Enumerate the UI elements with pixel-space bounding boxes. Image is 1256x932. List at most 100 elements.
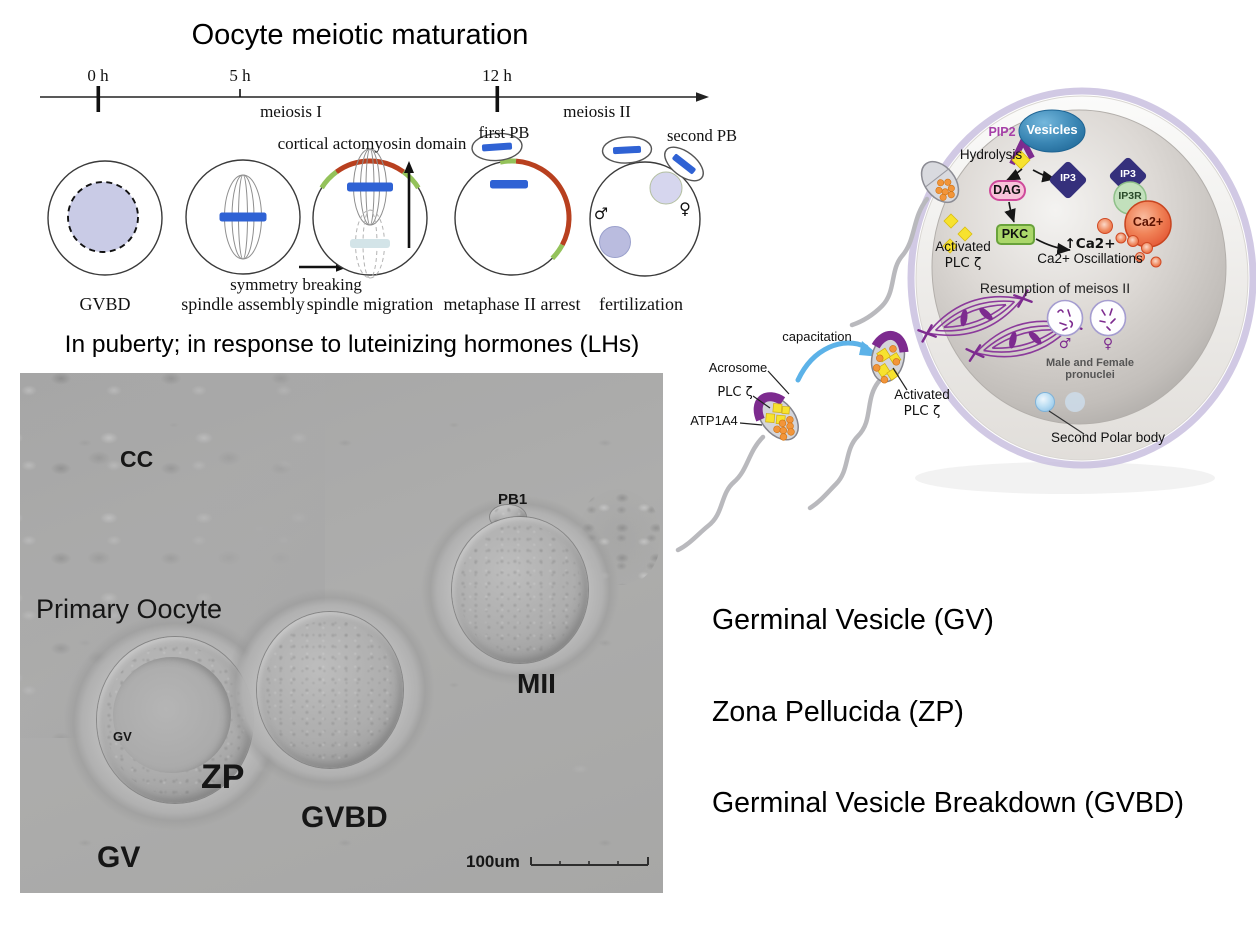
vesicles-shape [1018,109,1086,153]
polar-body-faint [1065,392,1085,412]
pkc-label: PKC [1001,227,1029,241]
dag-box [989,180,1026,201]
activated-plc-leader [892,367,908,391]
slide-title: Oocyte meiotic maturation [191,19,529,51]
hydrolysis-label: Hydrolysis [959,147,1023,162]
pb1-label: PB1 [498,491,528,508]
fusing-sperm-head [920,160,960,204]
gv-label: GV [97,841,141,874]
ip3-b-label: IP3 [1120,168,1136,180]
stage-label-spindle-assembly: spindle assembly [181,294,305,314]
oocyte-micrograph: CC Primary Oocyte PB1 MII GV ZP GVBD GV … [20,373,663,893]
sperm-a-head [753,392,799,441]
mii-oocyte-cell [452,517,588,663]
pip2-label: PIP2 [988,125,1016,139]
second-pb-fert [664,146,704,182]
scale-bar-ruler [530,857,649,866]
sperm-b-head [870,330,909,384]
gvbd-oocyte-cell [257,612,403,768]
second-polar-body-circle [1035,392,1055,412]
female-symbol-egg: ♀ [1102,336,1114,352]
cell-spindle-migration [312,148,428,279]
male-pronucleus-circle [1046,299,1084,337]
timeline-diagram-svg [40,86,709,279]
sperm-a-tail [675,434,766,553]
ip3r-label: IP3R [1118,190,1142,202]
primary-oocyte-label: Primary Oocyte [36,594,223,624]
arrow-dag-pkc [1004,201,1016,223]
gv-inner-label: GV [113,729,132,744]
germinal-vesicle [67,181,139,253]
ca-up-label: ↑Ca2+ [1064,236,1116,252]
atp1a4-leader [739,422,763,426]
male-pronucleus [599,226,631,258]
mii-label: MII [517,668,556,699]
second-pb-leader [1048,410,1085,435]
pronuclei-label: pronuclei [1065,369,1115,381]
male-symbol-egg: ♂ [1058,336,1072,352]
cell-gvbd [47,160,163,276]
egg-diagram: PIP2 Hydrolysis Vesicles DAG PKC IP3 IP3… [650,78,1256,583]
meiosis-2-label: meiosis II [563,102,631,121]
gv-oocyte-nucleus [113,657,231,773]
activated-plc-inside-line2: PLC ζ [944,255,982,271]
stage-label-spindle-migration: spindle migration [306,294,434,314]
gvbd-label: GVBD [301,801,388,834]
activated-plc-inside-line1: Activated [935,239,991,254]
definition-gv: Germinal Vesicle (GV) [712,604,994,636]
symmetry-breaking-label: symmetry breaking [230,275,362,294]
first-pb-fert [601,136,653,164]
capacitation-arrow [795,340,869,383]
activated-plc-outside-line1: Activated [894,387,950,402]
plc-zeta-diamonds [942,213,973,254]
ca-satellites [1097,218,1162,268]
ca-oscillations-label: Ca2+ Oscillations [1037,251,1143,266]
cortical-actomyosin-arc [335,158,405,174]
ip3-a-label: IP3 [1060,172,1076,184]
vesicles-label: Vesicles [1026,122,1078,137]
second-polar-body-label: Second Polar body [1050,430,1166,445]
arrow-pkc-ca [1035,238,1071,255]
ca-label: Ca2+ [1132,215,1164,229]
stage-label-metaphase-ii: metaphase II arrest [443,294,581,314]
plc-zeta-label: PLC ζ [717,385,753,400]
acrosome-label: Acrosome [708,360,768,375]
male-symbol-timeline: ♂ [593,204,609,223]
egg-shadow [915,462,1215,494]
cc-label: CC [120,446,154,472]
female-pronucleus-circle [1089,299,1127,337]
tick-12h: 12 h [482,66,512,85]
male-female-label: Male and Female [1045,357,1135,369]
sperm-b-tail [807,377,883,511]
arrow-hydrolysis-dag [1006,168,1023,181]
metaphase-plate [219,212,267,222]
capacitation-label: capacitation [782,329,852,344]
atp1a4-label: ATP1A4 [690,413,738,428]
zp-label: ZP [201,758,245,796]
ip3-diamond-a [1049,161,1087,199]
stage-label-fertilization: fertilization [599,294,683,314]
fusing-sperm-tail [849,196,930,328]
tick-0h: 0 h [87,66,109,85]
cell-fertilization [589,136,704,277]
acrosome-leader [767,370,790,395]
tick-5h: 5 h [229,66,251,85]
plc-leader [752,395,771,409]
female-symbol-timeline: ♀ [679,199,691,218]
first-pb-label: first PB [478,123,530,142]
resumption-label: Resumption of meisos II [979,280,1131,296]
dag-label: DAG [993,183,1021,197]
egg-purple-halo [907,87,1256,469]
egg-diagram-svg [675,87,1256,553]
cell-spindle-assembly [185,159,301,275]
timeline-axis [40,86,709,112]
cortical-domain-label: cortical actomyosin domain [277,134,467,153]
female-pronucleus [649,171,683,205]
definition-gvbd: Germinal Vesicle Breakdown (GVBD) [712,787,1185,819]
subtitle-puberty: In puberty; in response to luteinizing h… [64,331,640,358]
definition-zp: Zona Pellucida (ZP) [712,696,964,728]
stage-label-gvbd: GVBD [79,294,131,314]
scale-bar-label: 100um [466,852,520,871]
cell-metaphase-ii [454,132,572,276]
